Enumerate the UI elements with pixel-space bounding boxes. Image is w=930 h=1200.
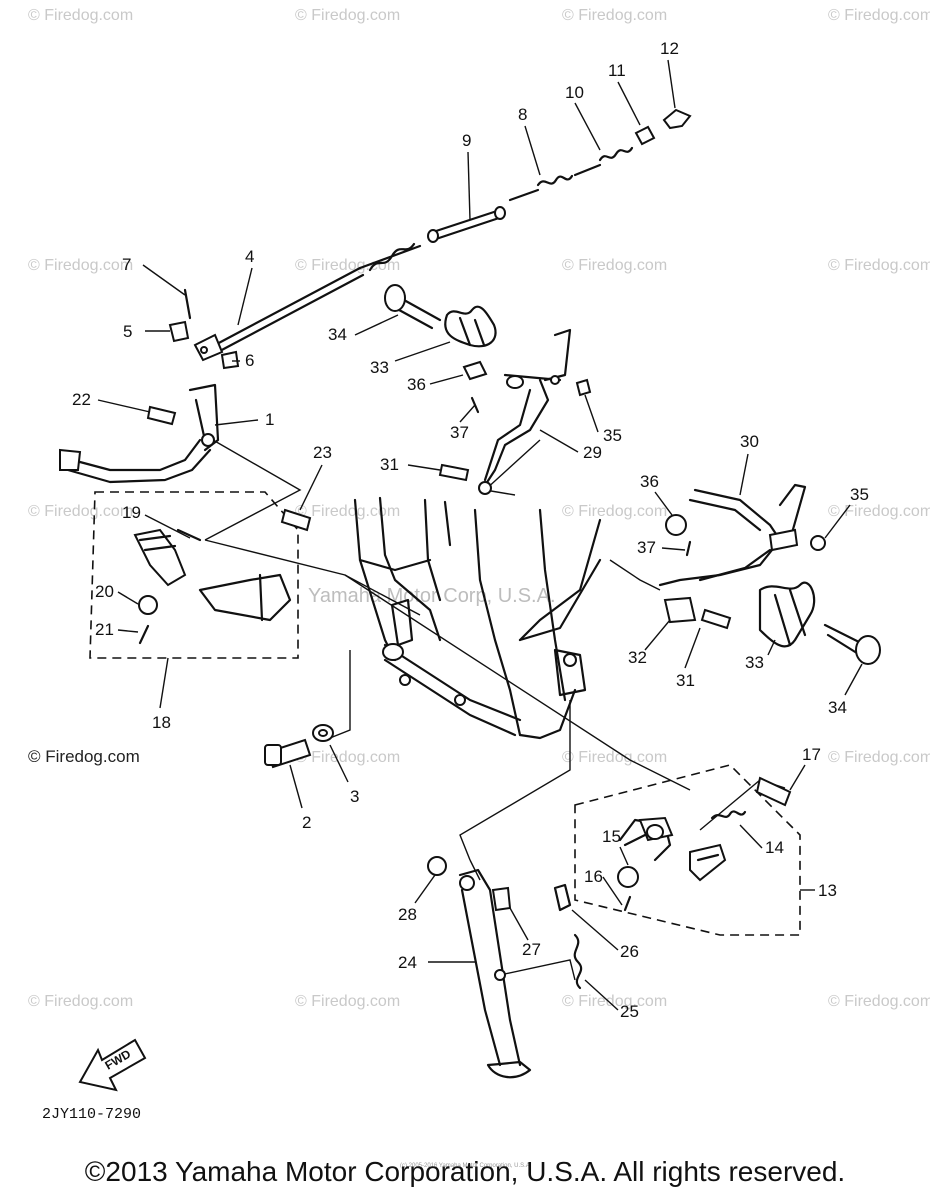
part-label-6: 6 [245,351,254,370]
part-label-22: 22 [72,390,91,409]
center-watermark: Yamaha Motor Corp, U.S.A. [308,585,556,607]
part-label-35b: 35 [850,485,869,504]
part-labels: 1 2 3 4 5 6 7 8 9 10 11 12 13 14 15 16 1… [72,39,869,1021]
part-label-32: 32 [628,648,647,667]
part-label-35: 35 [603,426,622,445]
part-label-34b: 34 [828,698,847,717]
part-label-33b: 33 [745,653,764,672]
part-label-25: 25 [620,1002,639,1021]
watermark-text: © Firedog.com [562,993,667,1010]
side-stand [427,856,583,1079]
watermark-text: © Firedog.com [562,503,667,520]
copyright-notice: ©2013 Yamaha Motor Corporation, U.S.A. A… [84,1156,846,1187]
part-label-13: 13 [818,881,837,900]
fwd-arrow: FWD [78,1038,147,1092]
bolt-nut-2-3 [264,724,334,769]
part-label-15: 15 [602,827,621,846]
part-label-1: 1 [265,410,274,429]
watermark-text: © Firedog.com [28,257,133,274]
watermark-text: © Firedog.com [828,7,930,24]
watermark-text: © Firedog.com [828,257,930,274]
part-label-16: 16 [584,867,603,886]
label-leaders [97,59,863,1011]
watermark-text: © Firedog.com [28,747,140,766]
watermark-text: © Firedog.com [28,503,133,520]
part-label-28: 28 [398,905,417,924]
part-label-12: 12 [660,39,679,58]
watermark-text: © Firedog.com [562,749,667,766]
tiny-watermark: (c) 2005-2016 Yamaha Motor Corporation, … [400,1163,532,1169]
part-label-19: 19 [122,503,141,522]
watermark-text: © Firedog.com [295,7,400,24]
part-label-26: 26 [620,942,639,961]
part-label-4: 4 [245,247,254,266]
part-label-3: 3 [350,787,359,806]
watermark-text: © Firedog.com [828,749,930,766]
footrest-assembly-right [574,764,801,936]
part-label-20: 20 [95,582,114,601]
part-label-24: 24 [398,953,417,972]
footrest-assembly-left [89,491,312,659]
frame-drawing [353,496,602,740]
part-label-36b: 36 [640,472,659,491]
shift-rod-assembly [168,108,692,370]
watermark-text: © Firedog.com [828,503,930,520]
part-label-7: 7 [122,255,131,274]
part-label-14: 14 [765,838,784,857]
part-label-31: 31 [380,455,399,474]
part-label-2: 2 [302,813,311,832]
watermark-text: © Firedog.com [295,503,400,520]
part-label-27: 27 [522,940,541,959]
part-label-8: 8 [518,105,527,124]
part-label-29: 29 [583,443,602,462]
shift-lever [59,383,220,484]
part-label-23: 23 [313,443,332,462]
part-label-37b: 37 [637,538,656,557]
watermark-text: © Firedog.com [562,7,667,24]
footrest-bracket-left [384,284,592,495]
part-label-11: 11 [608,61,626,80]
watermark-text: © Firedog.com [295,749,400,766]
watermark-text: © Firedog.com [562,257,667,274]
part-label-10: 10 [565,83,584,102]
watermark-text: © Firedog.com [28,993,133,1010]
part-label-34: 34 [328,325,347,344]
watermark-text: © Firedog.com [28,7,133,24]
part-label-5: 5 [123,322,132,341]
watermark-text: © Firedog.com [295,257,400,274]
part-label-9: 9 [462,131,471,150]
part-label-31b: 31 [676,671,695,690]
part-label-30: 30 [740,432,759,451]
watermark-layer: © Firedog.com © Firedog.com © Firedog.co… [28,7,930,1169]
part-label-33: 33 [370,358,389,377]
watermark-text: © Firedog.com [295,993,400,1010]
part-label-18: 18 [152,713,171,732]
part-label-17: 17 [802,745,821,764]
part-label-36: 36 [407,375,426,394]
part-label-37: 37 [450,423,469,442]
part-label-21: 21 [95,620,114,639]
diagram-code: 2JY110-7290 [42,1106,141,1123]
watermark-text: © Firedog.com [828,993,930,1010]
